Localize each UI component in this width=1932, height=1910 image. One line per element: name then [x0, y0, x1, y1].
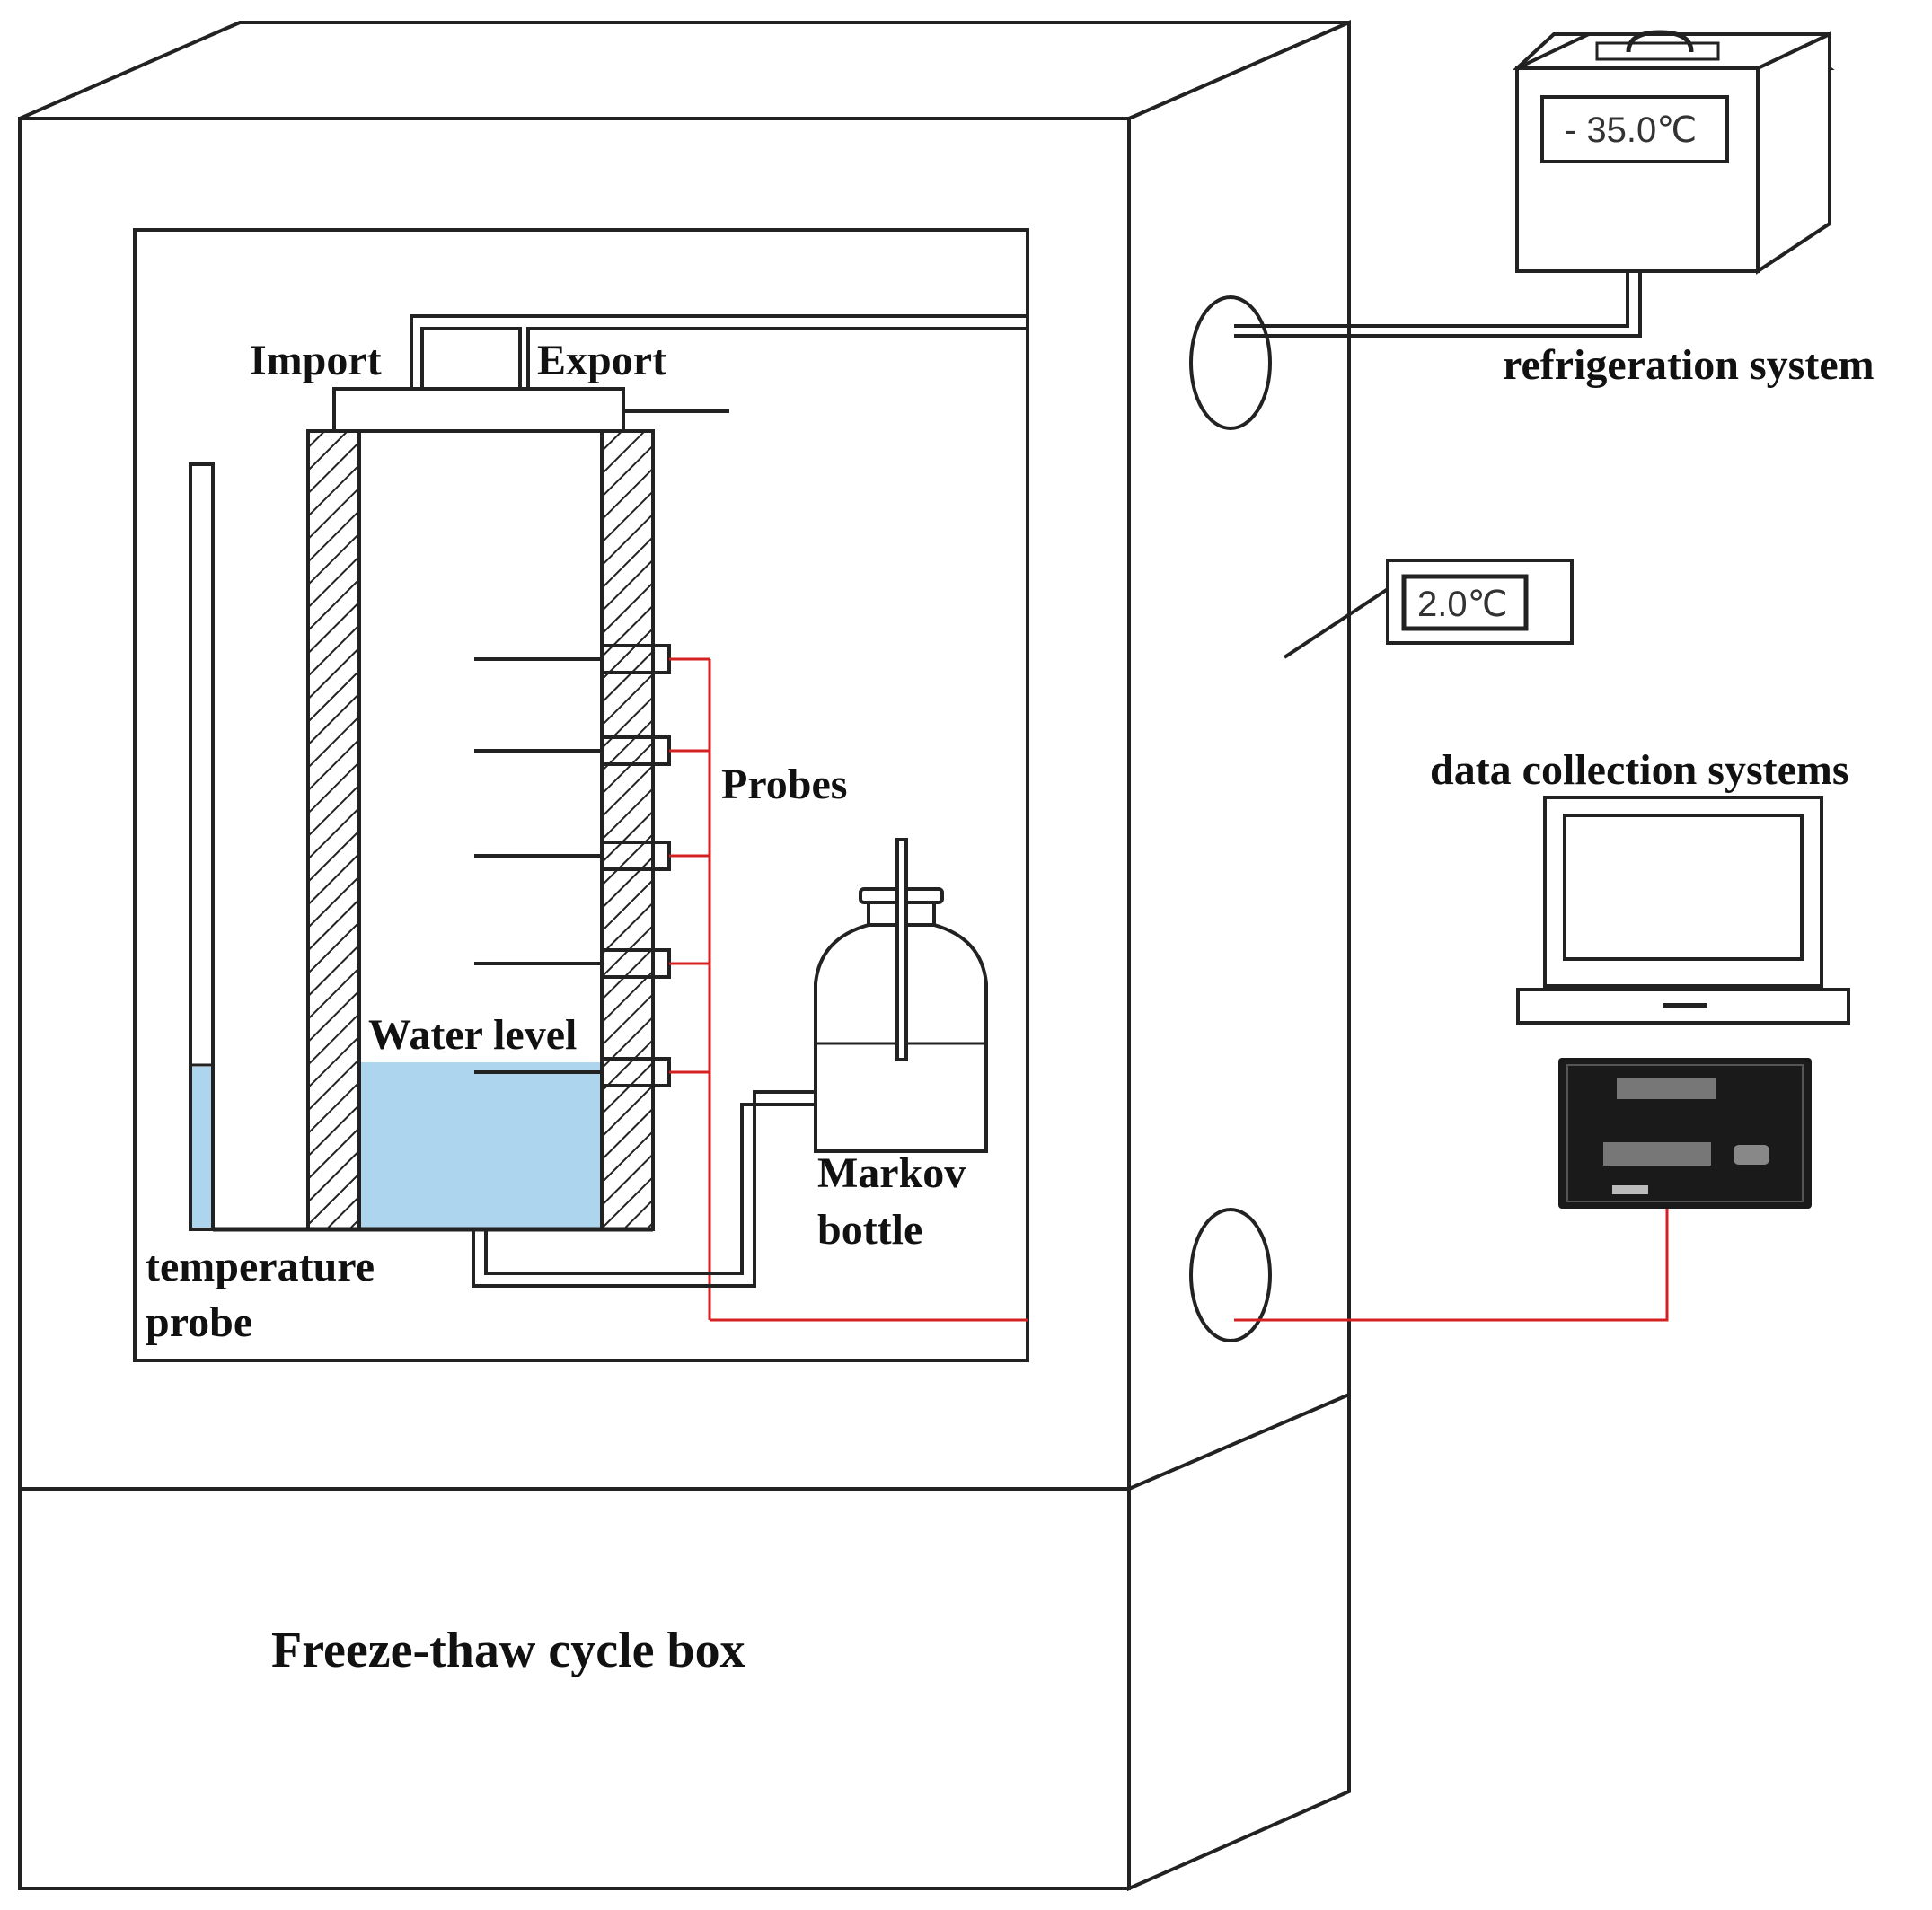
cabinet-top-face: [19, 21, 1350, 120]
data-collection-label: data collection systems: [1430, 746, 1849, 794]
temperature-probe-label-line1: temperature: [146, 1243, 375, 1290]
markov-bottle: [814, 838, 988, 1153]
refrigeration-system-label: refrigeration system: [1503, 341, 1875, 389]
markov-label-line1: Markov: [817, 1149, 966, 1197]
box-title: Freeze-thaw cycle box: [271, 1623, 745, 1678]
water-level-label: Water level: [368, 1011, 577, 1059]
export-label: Export: [537, 337, 666, 384]
laptop: [1516, 796, 1850, 1025]
cable-port: [1189, 1208, 1272, 1342]
column-left-wall: [306, 429, 361, 1231]
temperature-probe: [189, 462, 215, 1231]
probe-2: [474, 735, 671, 766]
probes-label: Probes: [721, 761, 847, 808]
water-feed-pipe: [472, 1090, 815, 1288]
column-water: [359, 1062, 602, 1229]
signal-wires: [669, 657, 1669, 1322]
column-top-block: [420, 327, 522, 391]
box-temp-display: 2.0℃: [1417, 585, 1508, 624]
refrigeration-line: [1234, 271, 1642, 338]
markov-label-line2: bottle: [817, 1206, 922, 1254]
probe-array: [474, 644, 671, 1087]
refrigeration-unit: [1512, 30, 1835, 275]
refrigeration-port: [1189, 295, 1272, 430]
probe-3: [474, 841, 671, 871]
import-label: Import: [250, 337, 382, 384]
data-logger: [1558, 1058, 1812, 1209]
box-thermometer: [1283, 559, 1574, 659]
temperature-probe-label-line2: probe: [146, 1298, 252, 1346]
refrigeration-temp-display: - 35.0℃: [1565, 110, 1697, 150]
column-cap: [332, 387, 625, 433]
soil-column: [213, 327, 729, 1232]
top-pipes: [410, 314, 1028, 389]
column-right-wall: [600, 429, 655, 1231]
cabinet-side-divider: [1128, 1393, 1350, 1491]
probe-5: [474, 1057, 671, 1087]
